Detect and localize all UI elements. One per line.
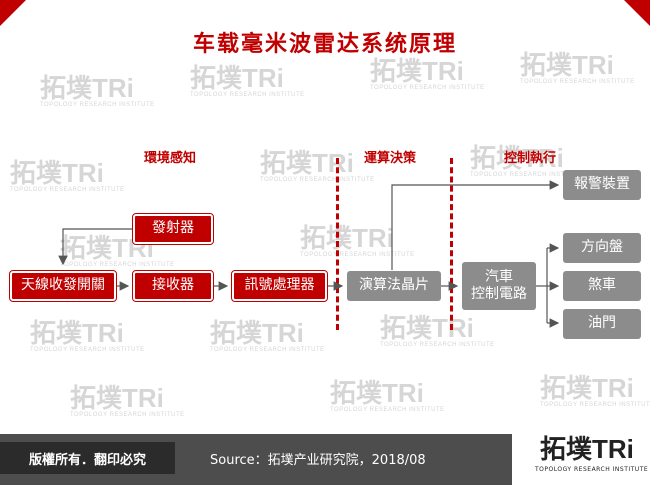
node-antenna-switch: 天線收發開關	[9, 270, 117, 302]
logo: 拓墣TRi	[540, 434, 634, 464]
corner-decoration-left	[0, 0, 26, 26]
divider-right	[450, 158, 453, 330]
node-transmitter: 發射器	[132, 213, 214, 245]
section-decision: 運算決策	[363, 151, 416, 166]
section-perception: 環境感知	[143, 151, 196, 166]
node-signal-processor: 訊號處理器	[231, 270, 328, 302]
divider-left	[336, 158, 339, 330]
node-alarm-device: 報警裝置	[563, 170, 641, 200]
node-brake: 煞車	[563, 271, 641, 301]
section-execution: 控制執行	[503, 151, 556, 166]
source-citation: Source：拓墣产业研究院，2018/08	[210, 453, 426, 468]
copyright-label: 版權所有．翻印必究	[0, 442, 175, 474]
page-title: 车载毫米波雷达系统原理	[192, 31, 457, 57]
node-receiver: 接收器	[132, 270, 214, 302]
node-throttle: 油門	[563, 309, 641, 339]
corner-decoration-right	[624, 0, 650, 26]
logo-background	[512, 430, 650, 485]
node-vehicle-control-circuit: 汽車 控制電路	[462, 262, 536, 310]
logo-subtitle: TOPOLOGY RESEARCH INSTITUTE	[535, 466, 649, 473]
node-algorithm-chip: 演算法晶片	[347, 271, 441, 301]
node-steering-wheel: 方向盤	[563, 233, 641, 263]
